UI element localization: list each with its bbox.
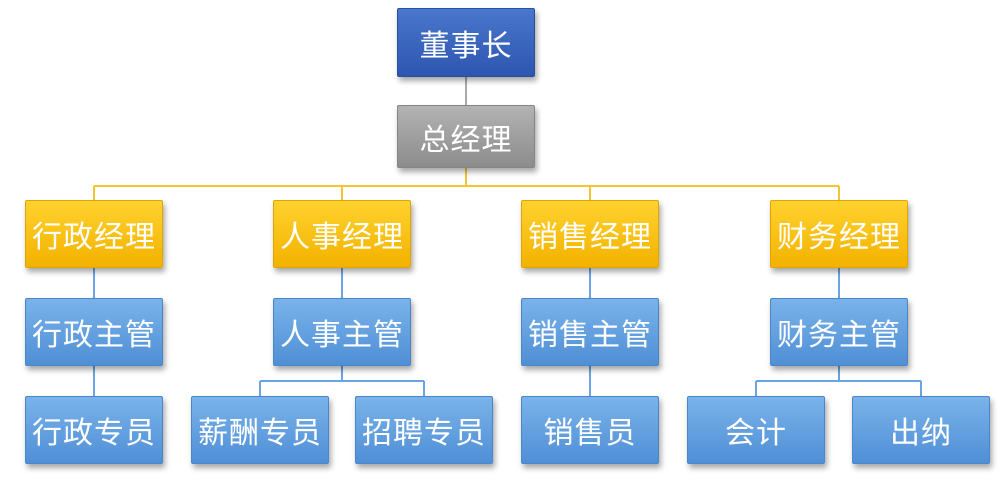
node-manager-finance[interactable]: 财务经理 — [770, 200, 908, 268]
node-staff-cashier[interactable]: 出纳 — [852, 396, 990, 464]
node-general-manager[interactable]: 总经理 — [397, 105, 535, 168]
node-staff-recruiting[interactable]: 招聘专员 — [355, 396, 493, 464]
node-staff-accountant[interactable]: 会计 — [687, 396, 825, 464]
node-supervisor-sales[interactable]: 销售主管 — [521, 298, 659, 366]
node-manager-admin[interactable]: 行政经理 — [25, 200, 163, 268]
node-supervisor-finance[interactable]: 财务主管 — [770, 298, 908, 366]
node-chairman[interactable]: 董事长 — [397, 8, 535, 77]
node-supervisor-hr[interactable]: 人事主管 — [273, 298, 411, 366]
node-manager-hr[interactable]: 人事经理 — [273, 200, 411, 268]
node-staff-sales[interactable]: 销售员 — [521, 396, 659, 464]
node-staff-compensation[interactable]: 薪酬专员 — [191, 396, 329, 464]
node-manager-sales[interactable]: 销售经理 — [521, 200, 659, 268]
node-supervisor-admin[interactable]: 行政主管 — [25, 298, 163, 366]
node-staff-admin[interactable]: 行政专员 — [25, 396, 163, 464]
